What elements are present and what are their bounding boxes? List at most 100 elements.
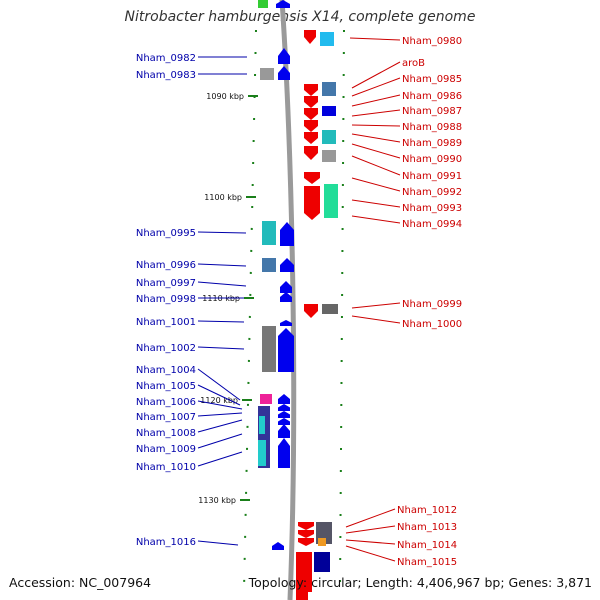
forward-gene-arrow — [278, 438, 290, 468]
forward-gene-arrow — [278, 66, 290, 80]
forward-gene-label[interactable]: Nham_1004 — [136, 365, 196, 376]
reverse-gene-label[interactable]: Nham_0989 — [402, 138, 462, 149]
reverse-gene-label[interactable]: Nham_1013 — [397, 522, 457, 533]
forward-gene-label[interactable]: Nham_1016 — [136, 537, 196, 548]
reverse-gene-label[interactable]: Nham_0980 — [402, 36, 462, 47]
forward-gene-label[interactable]: Nham_1001 — [136, 317, 196, 328]
reverse-gene-label[interactable]: Nham_1012 — [397, 505, 457, 516]
gene-block-orange — [318, 538, 326, 546]
forward-gene-arrow — [280, 258, 294, 272]
forward-label-leader — [197, 412, 243, 417]
reverse-gene-label[interactable]: aroB — [402, 58, 425, 69]
reverse-label-leader — [351, 215, 401, 224]
forward-gene-label[interactable]: Nham_0997 — [136, 278, 196, 289]
reverse-label-leader — [351, 199, 401, 208]
reverse-label-leader — [345, 508, 396, 528]
forward-gene-arrow — [280, 320, 292, 326]
gene-block-red — [296, 552, 312, 592]
forward-gene-label[interactable]: Nham_0995 — [136, 228, 196, 239]
forward-gene-label[interactable]: Nham_0996 — [136, 260, 196, 271]
reverse-gene-arrow — [304, 108, 318, 120]
reverse-gene-label[interactable]: Nham_1015 — [397, 557, 457, 568]
forward-label-leader — [197, 281, 247, 287]
forward-gene-arrow — [278, 328, 294, 372]
reverse-gene-arrow — [304, 186, 320, 220]
reverse-gene-arrow — [304, 146, 318, 160]
reverse-gene-arrow — [298, 530, 314, 538]
reverse-gene-label[interactable]: Nham_0990 — [402, 154, 462, 165]
reverse-gene-label[interactable]: Nham_0992 — [402, 187, 462, 198]
reverse-gene-label[interactable]: Nham_0986 — [402, 91, 462, 102]
reverse-label-leader — [349, 37, 401, 41]
gene-block-teal — [262, 221, 276, 245]
reverse-gene-arrow — [304, 84, 318, 96]
forward-gene-arrow — [278, 411, 290, 418]
gene-block-green — [258, 0, 268, 8]
forward-gene-label[interactable]: Nham_1009 — [136, 444, 196, 455]
reverse-label-leader — [351, 133, 401, 143]
forward-gene-arrow — [280, 292, 292, 302]
map-title: Nitrobacter hamburgensis X14, complete g… — [124, 9, 476, 25]
reverse-gene-label[interactable]: Nham_0999 — [402, 299, 462, 310]
reverse-label-leader — [351, 155, 401, 176]
gene-block-gray — [322, 150, 336, 162]
gene-block-gray — [262, 326, 276, 372]
gene-block-blue — [322, 106, 336, 116]
gene-block-navy — [314, 552, 330, 572]
reverse-label-leader — [345, 525, 396, 534]
reverse-gene-label[interactable]: Nham_1000 — [402, 319, 462, 330]
reverse-label-leader — [345, 545, 396, 562]
forward-label-leader — [197, 451, 243, 467]
forward-gene-label[interactable]: Nham_1010 — [136, 462, 196, 473]
forward-gene-arrow — [278, 424, 290, 438]
scale-tick-label: 1130 kbp — [198, 496, 236, 505]
tick-track-left — [243, 29, 257, 591]
gene-block-gray — [322, 304, 338, 314]
reverse-gene-label[interactable]: Nham_0991 — [402, 171, 462, 182]
reverse-label-leader — [351, 124, 401, 127]
forward-gene-arrow — [278, 394, 290, 404]
forward-gene-label[interactable]: Nham_0983 — [136, 70, 196, 81]
forward-label-leader — [197, 368, 241, 401]
reverse-gene-label[interactable]: Nham_0987 — [402, 106, 462, 117]
forward-gene-label[interactable]: Nham_1006 — [136, 397, 196, 408]
reverse-gene-label[interactable]: Nham_1014 — [397, 540, 457, 551]
forward-label-leader — [197, 384, 241, 406]
reverse-gene-label[interactable]: Nham_0994 — [402, 219, 462, 230]
forward-gene-label[interactable]: Nham_1002 — [136, 343, 196, 354]
forward-gene-label[interactable]: Nham_1008 — [136, 428, 196, 439]
forward-gene-arrow — [276, 0, 290, 8]
gene-block-teal — [322, 130, 336, 144]
reverse-gene-label[interactable]: Nham_0988 — [402, 122, 462, 133]
forward-gene-label[interactable]: Nham_0982 — [136, 53, 196, 64]
tick-track-right — [339, 29, 345, 591]
reverse-gene-label[interactable]: Nham_0985 — [402, 74, 462, 85]
forward-label-leader — [197, 400, 243, 410]
forward-gene-arrow — [272, 542, 284, 550]
reverse-label-leader — [351, 109, 401, 117]
scale-tick-label: 1100 kbp — [204, 193, 242, 202]
forward-gene-label[interactable]: Nham_0998 — [136, 294, 196, 305]
reverse-gene-arrow — [304, 96, 318, 108]
gene-block-mint — [324, 184, 338, 218]
gene-block-pink — [260, 394, 272, 404]
forward-label-leader — [197, 419, 243, 433]
forward-gene-label[interactable]: Nham_1007 — [136, 412, 196, 423]
reverse-gene-arrow — [298, 522, 314, 530]
reverse-label-leader — [351, 315, 401, 324]
reverse-gene-label[interactable]: Nham_0993 — [402, 203, 462, 214]
reverse-gene-arrow — [304, 304, 318, 318]
reverse-label-leader — [351, 177, 401, 192]
gene-block-gray — [260, 68, 274, 80]
forward-label-leader — [197, 231, 247, 234]
scale-tick-label: 1120 kbp — [200, 396, 238, 405]
forward-label-leader — [197, 320, 245, 323]
gene-block-red — [296, 592, 308, 600]
reverse-gene-arrow — [304, 30, 316, 44]
reverse-gene-arrow — [304, 132, 318, 144]
reverse-label-leader — [351, 302, 401, 309]
forward-gene-arrow — [280, 281, 292, 293]
gene-block-steel — [262, 258, 276, 272]
forward-gene-label[interactable]: Nham_1005 — [136, 381, 196, 392]
